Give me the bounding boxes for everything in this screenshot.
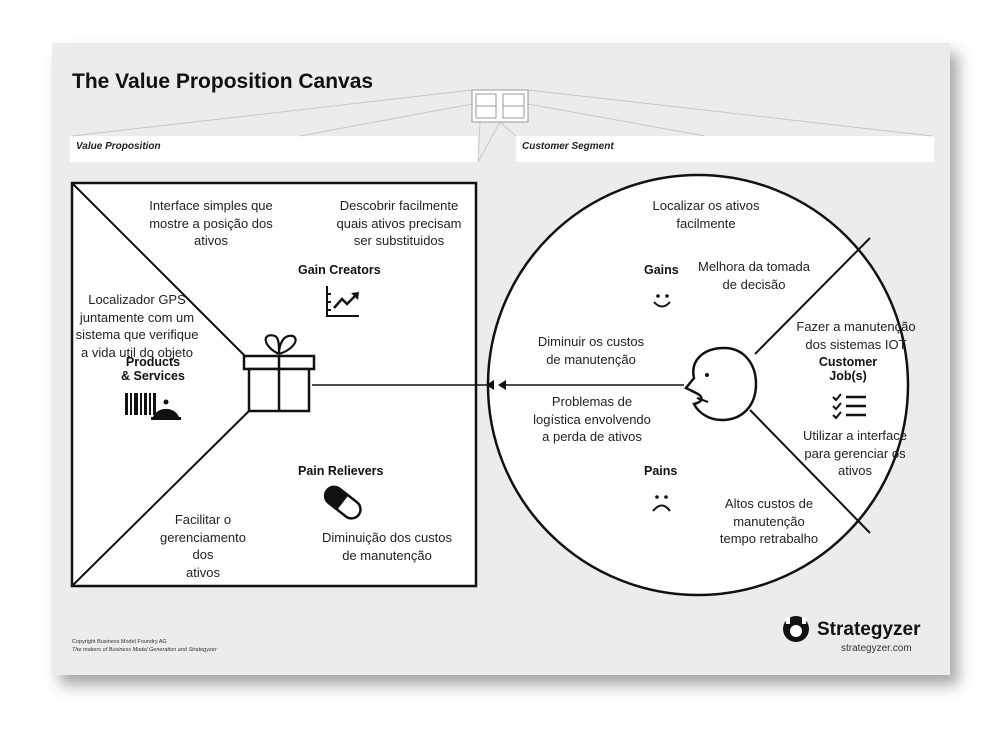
gains-heading: Gains [644, 263, 679, 277]
barcode-icon [125, 393, 156, 415]
face-profile-icon [684, 346, 758, 422]
pain-note: Problemas de logística envolvendo a perd… [533, 394, 651, 444]
fit-arrow [312, 380, 684, 390]
value-proposition-bar: Value Proposition [70, 136, 478, 162]
gain-note: Diminuir os custos de manutenção [537, 334, 645, 367]
gift-icon [242, 334, 316, 413]
chart-up-icon [326, 286, 359, 317]
strategyzer-logo-icon [783, 616, 809, 642]
customer-segment-bar: Customer Segment [516, 136, 934, 162]
gain-creators-heading: Gain Creators [298, 263, 381, 277]
pains-heading: Pains [644, 464, 678, 478]
copyright-line: Copyright Business Model Foundry AG [72, 639, 167, 645]
gain-note: Localizar os ativos facilmente [652, 198, 760, 231]
products-services-heading: Products & Services [121, 355, 185, 383]
page-title: The Value Proposition Canvas [72, 70, 374, 93]
customer-job-note: Fazer a manutenção dos sistemas IOT [796, 319, 916, 352]
customer-segment-label: Customer Segment [522, 141, 614, 152]
checklist-icon [832, 393, 866, 420]
gain-creator-note: Descobrir facilmente quais ativos precis… [336, 198, 462, 248]
customer-job-note: Utilizar a interface para gerenciar os a… [802, 428, 908, 478]
gain-creator-note: Interface simples que mostre a posição d… [149, 198, 273, 248]
smile-icon [653, 294, 671, 308]
copyright-text: Copyright Business Model Foundry AG The … [72, 638, 217, 654]
canvas-thumbnail-icon [71, 89, 933, 163]
pain-reliever-note: Diminuição dos custos de manutenção [321, 530, 453, 563]
brand-name: Strategyzer [817, 619, 921, 640]
gain-note: Melhora da tomada de decisão [697, 259, 810, 292]
frown-icon [652, 495, 671, 512]
value-proposition-label: Value Proposition [76, 141, 161, 152]
pain-relievers-heading: Pain Relievers [298, 464, 384, 478]
pain-reliever-note: Facilitar o gerenciamento dos ativos [160, 512, 246, 580]
brand-url[interactable]: strategyzer.com [841, 643, 912, 654]
customer-jobs-heading: Customer Job(s) [818, 355, 878, 383]
products-services-note: Localizador GPS juntamente com um sistem… [75, 292, 199, 360]
pain-note: Altos custos de manutenção tempo retraba… [719, 496, 819, 546]
cloche-icon [151, 399, 181, 420]
pill-icon [323, 485, 362, 520]
makers-line: The makers of Business Model Generation … [72, 647, 217, 653]
